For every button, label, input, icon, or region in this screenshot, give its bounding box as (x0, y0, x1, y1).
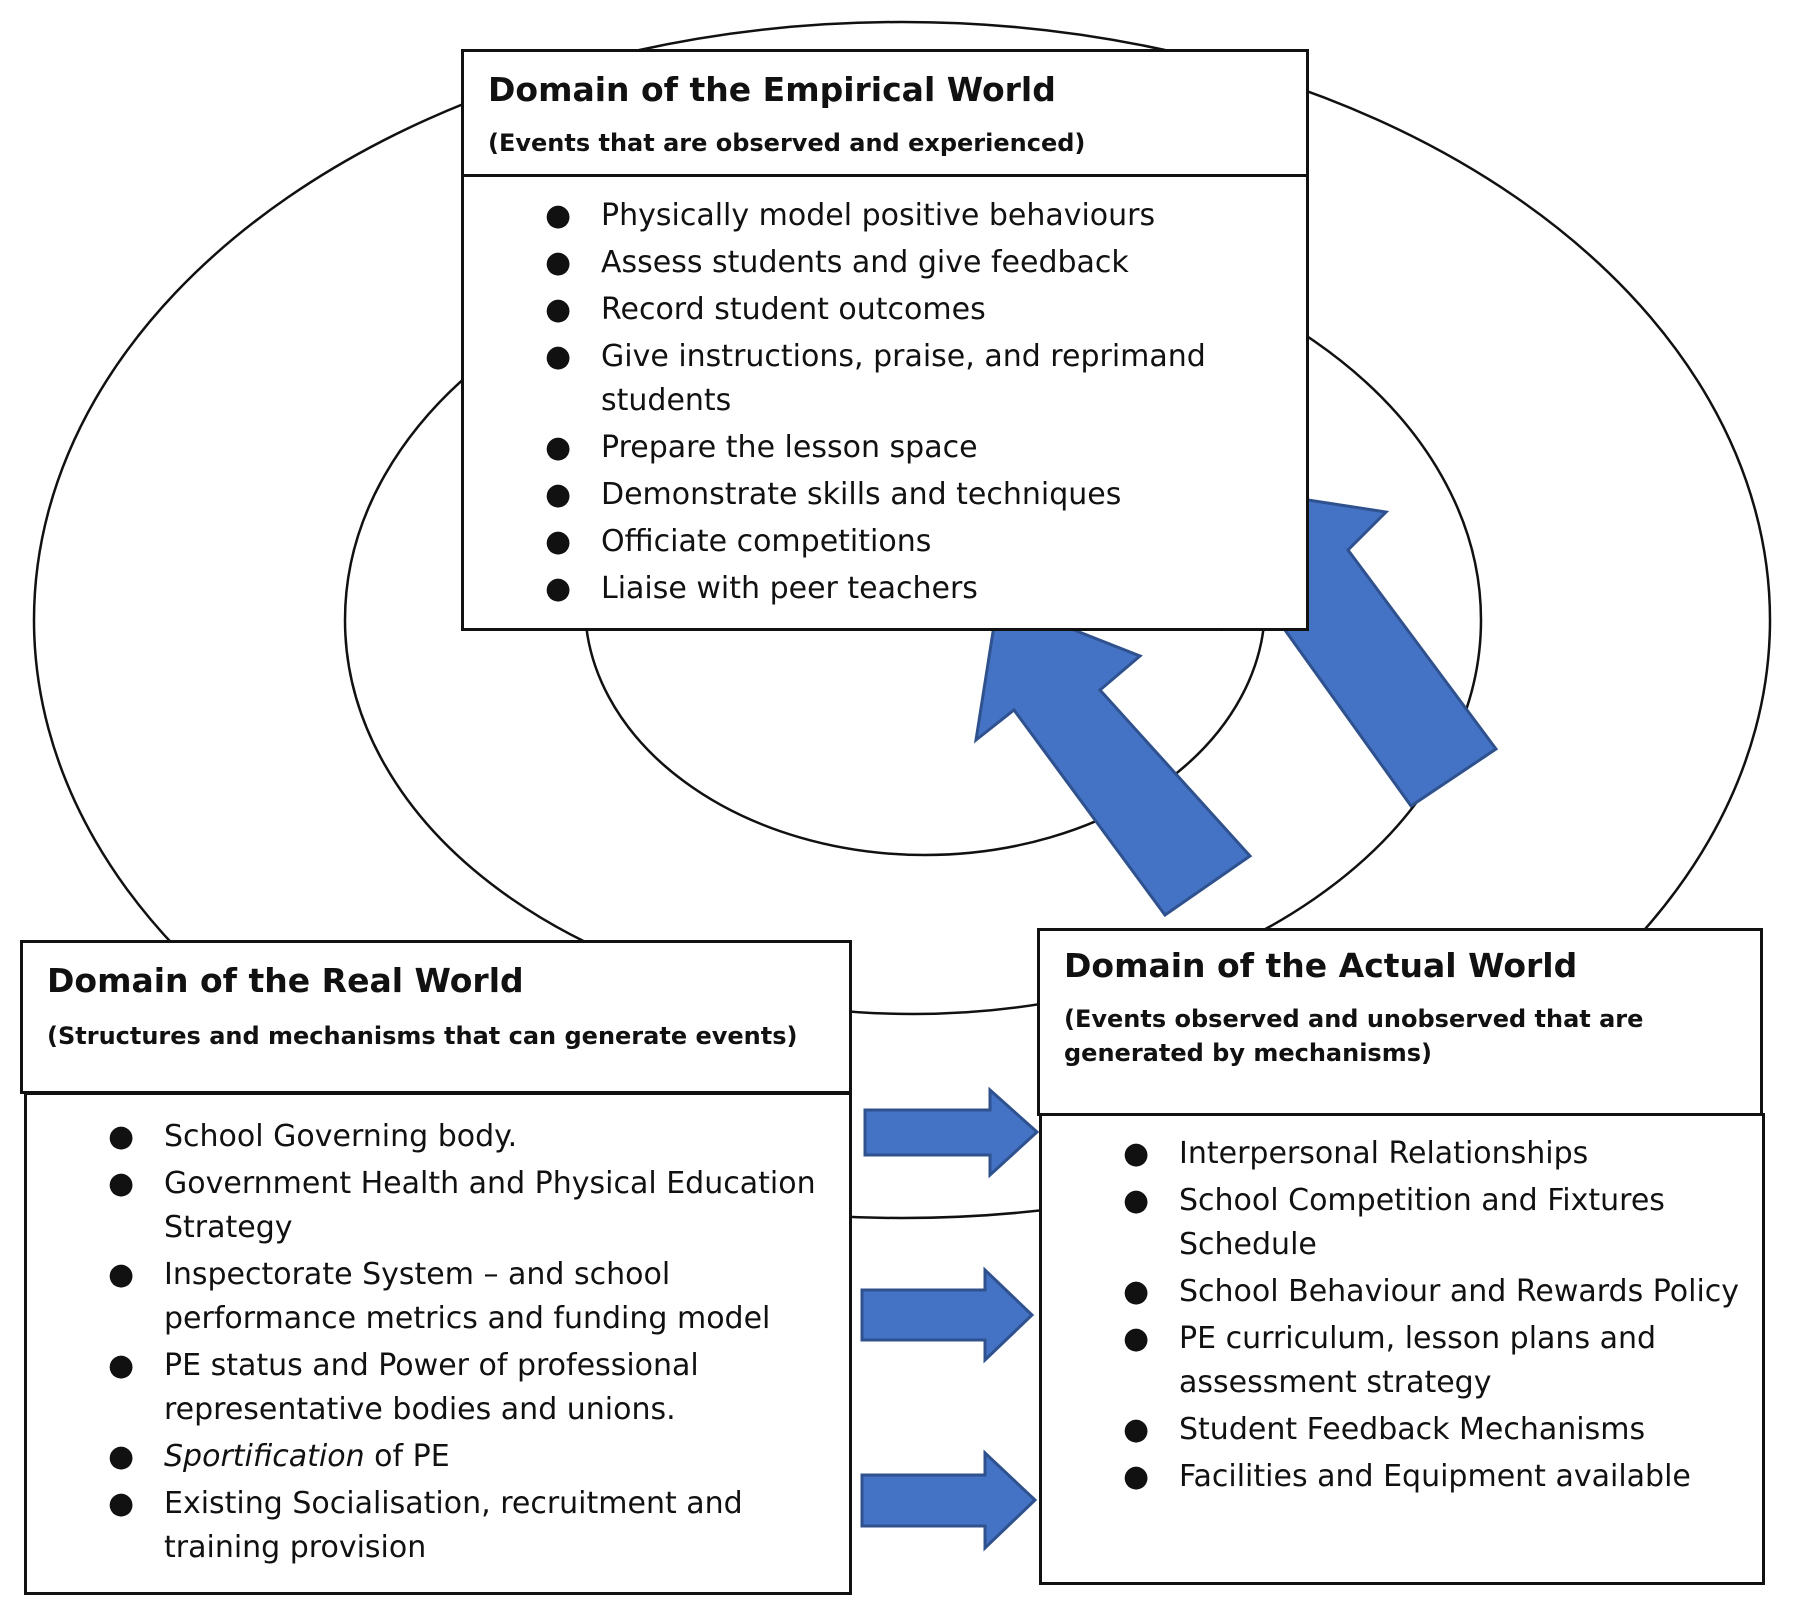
bullet-icon: ● (545, 571, 572, 606)
list-item: ● Officiate competitions (545, 520, 1246, 564)
bullet-icon: ● (1123, 1321, 1150, 1356)
list-item-text: Physically model positive behaviours (601, 198, 1156, 233)
list-item-text: Government Health and Physical Education… (164, 1166, 816, 1245)
actual-header-box: Domain of the Actual World (Events obser… (1037, 928, 1763, 1116)
list-item: ● Demonstrate skills and techniques (545, 473, 1246, 517)
list-item: ● Assess students and give feedback (545, 241, 1246, 285)
list-item: ● Prepare the lesson space (545, 426, 1246, 470)
bullet-icon: ● (1123, 1412, 1150, 1447)
list-item-text: School Competition and Fixtures Schedule (1179, 1183, 1665, 1262)
real-subtitle: (Structures and mechanisms that can gene… (47, 1022, 798, 1050)
bullet-icon: ● (108, 1119, 135, 1154)
bullet-icon: ● (108, 1166, 135, 1201)
list-item: ● Student Feedback Mechanisms (1123, 1408, 1742, 1452)
bullet-icon: ● (1123, 1459, 1150, 1494)
list-item-text: of PE (364, 1439, 450, 1474)
list-item: ● Liaise with peer teachers (545, 567, 1246, 611)
list-item: ● School Behaviour and Rewards Policy (1123, 1270, 1742, 1314)
empirical-subtitle: (Events that are observed and experience… (488, 129, 1086, 157)
actual-title: Domain of the Actual World (1064, 946, 1578, 985)
right-arrow-middle (860, 1266, 1035, 1364)
empirical-title: Domain of the Empirical World (488, 70, 1056, 109)
real-list: ● School Governing body. ● Government Heal… (108, 1115, 829, 1570)
list-item-text: Existing Socialisation, recruitment and … (164, 1486, 743, 1565)
bullet-icon: ● (108, 1439, 135, 1474)
right-arrow-bottom (860, 1449, 1038, 1552)
list-item-text: Interpersonal Relationships (1179, 1136, 1589, 1171)
list-item-text: Liaise with peer teachers (601, 571, 978, 606)
list-item: ● PE status and Power of professional rep… (108, 1344, 829, 1432)
list-item-text: Demonstrate skills and techniques (601, 477, 1122, 512)
bullet-icon: ● (545, 292, 572, 327)
bullet-icon: ● (545, 477, 572, 512)
bullet-icon: ● (545, 430, 572, 465)
actual-list-box: ● Interpersonal Relationships ● School Com… (1039, 1113, 1765, 1585)
outer-ellipse (32, 20, 1772, 1220)
bullet-icon: ● (1123, 1136, 1150, 1171)
list-item-text: Officiate competitions (601, 524, 932, 559)
real-title: Domain of the Real World (47, 961, 524, 1000)
bullet-icon: ● (1123, 1274, 1150, 1309)
list-item-text: Student Feedback Mechanisms (1179, 1412, 1646, 1447)
actual-subtitle: (Events observed and unobserved that are… (1064, 1005, 1644, 1067)
list-item: ● School Governing body. (108, 1115, 829, 1159)
list-item: ● Interpersonal Relationships (1123, 1132, 1742, 1176)
list-item-text: PE status and Power of professional repr… (164, 1348, 699, 1427)
list-item: ● Sportification of PE (108, 1435, 829, 1479)
bullet-icon: ● (545, 524, 572, 559)
real-header-box: Domain of the Real World (Structures and… (20, 940, 852, 1094)
list-item: ● Physically model positive behaviours (545, 194, 1246, 238)
bullet-icon: ● (108, 1257, 135, 1292)
list-item-text: Prepare the lesson space (601, 430, 978, 465)
list-item-text: Facilities and Equipment available (1179, 1459, 1691, 1494)
bullet-icon: ● (108, 1486, 135, 1521)
empirical-header-box: Domain of the Empirical World (Events th… (461, 49, 1309, 177)
list-item-text: Inspectorate System – and school perform… (164, 1257, 771, 1336)
actual-list: ● Interpersonal Relationships ● School Com… (1123, 1132, 1742, 1499)
list-item-text: Record student outcomes (601, 292, 986, 327)
bullet-icon: ● (545, 339, 572, 374)
list-item: ● Record student outcomes (545, 288, 1246, 332)
up-arrow-left (973, 597, 1253, 918)
list-item-text: PE curriculum, lesson plans and assessme… (1179, 1321, 1657, 1400)
empirical-list: ● Physically model positive behaviours ● A… (545, 194, 1246, 611)
bullet-icon: ● (545, 198, 572, 233)
list-item: ● Existing Socialisation, recruitment and… (108, 1482, 829, 1570)
list-item: ● School Competition and Fixtures Schedul… (1123, 1179, 1742, 1267)
list-item: ● PE curriculum, lesson plans and assessm… (1123, 1317, 1742, 1405)
list-item-text: School Governing body. (164, 1119, 518, 1154)
list-item: ● Inspectorate System – and school perfor… (108, 1253, 829, 1341)
real-list-box: ● School Governing body. ● Government Heal… (24, 1092, 852, 1595)
list-item-italic-text: Sportification (164, 1439, 365, 1474)
empirical-list-box: ● Physically model positive behaviours ● A… (461, 174, 1309, 631)
list-item-text: Assess students and give feedback (601, 245, 1129, 280)
list-item: ● Facilities and Equipment available (1123, 1455, 1742, 1499)
list-item: ● Give instructions, praise, and repriman… (545, 335, 1246, 423)
list-item-text: School Behaviour and Rewards Policy (1179, 1274, 1740, 1309)
list-item: ● Government Health and Physical Educatio… (108, 1162, 829, 1250)
list-item-text: Give instructions, praise, and reprimand… (601, 339, 1206, 418)
bullet-icon: ● (545, 245, 572, 280)
bullet-icon: ● (108, 1348, 135, 1383)
right-arrow-top (863, 1086, 1040, 1179)
bullet-icon: ● (1123, 1183, 1150, 1218)
